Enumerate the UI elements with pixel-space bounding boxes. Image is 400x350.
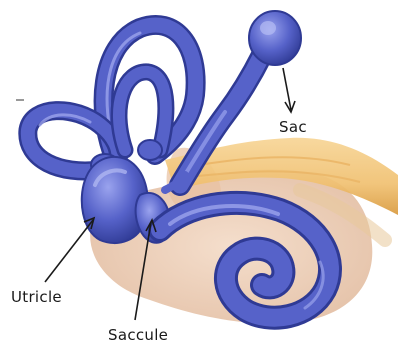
endolymphatic-sac [249,11,301,65]
semicircular-canals [28,25,196,176]
saccule-label: Saccule [108,326,168,344]
sac-label: Sac [279,118,307,136]
arrow-utricle [45,218,94,282]
utricle-label: Utricle [11,288,62,306]
arrow-sac [283,68,295,112]
